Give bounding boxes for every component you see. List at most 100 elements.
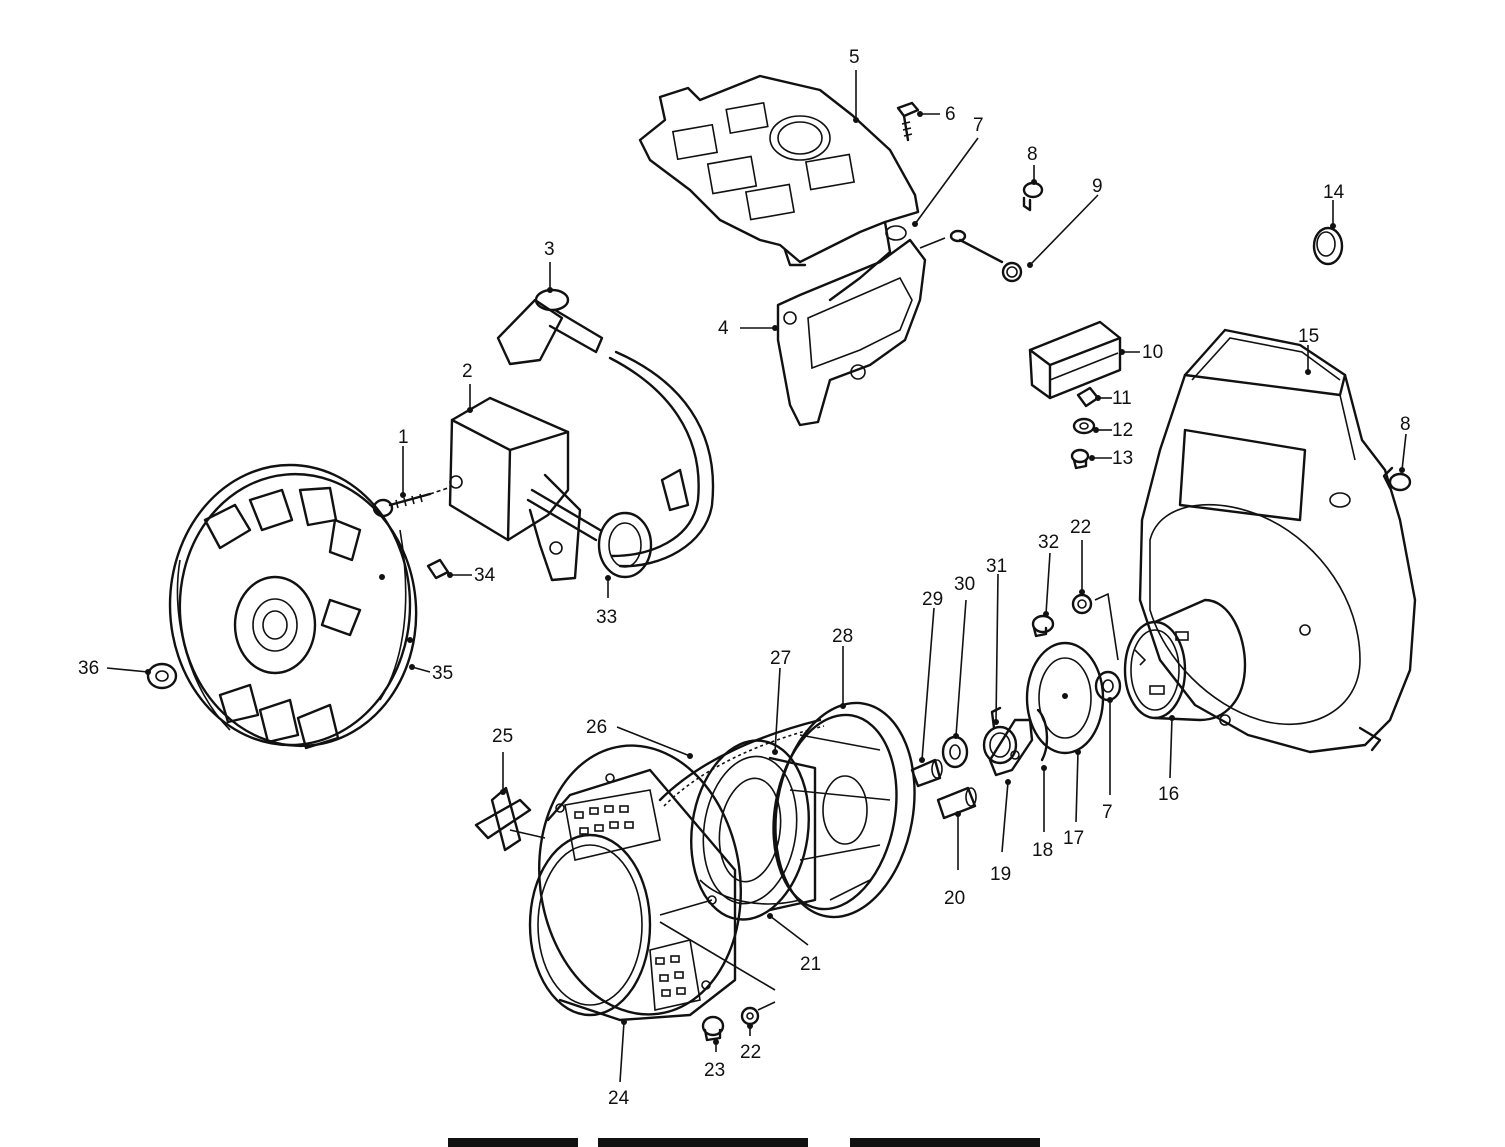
part-bushing-29 [910, 758, 943, 788]
part-pin-20 [936, 786, 977, 820]
callout-3: 3 [544, 239, 555, 293]
part-ignition-module [448, 396, 690, 582]
svg-text:8: 8 [1400, 414, 1411, 435]
svg-text:26: 26 [586, 717, 607, 738]
part-flywheel [168, 463, 418, 750]
part-blower-housing [1138, 328, 1417, 754]
callout-10: 10 [1119, 342, 1163, 363]
callout-27: 27 [770, 648, 791, 755]
svg-text:23: 23 [704, 1060, 725, 1081]
svg-text:33: 33 [596, 607, 617, 628]
callout-20: 20 [944, 811, 965, 909]
callout-4: 4 [718, 318, 778, 339]
svg-text:20: 20 [944, 888, 965, 909]
svg-text:29: 29 [922, 589, 943, 610]
svg-text:1: 1 [398, 427, 409, 448]
svg-text:3: 3 [544, 239, 555, 260]
part-bolt-8-right [1382, 466, 1412, 492]
callout-8-right: 8 [1399, 414, 1411, 473]
callout-21: 21 [767, 913, 821, 975]
svg-text:4: 4 [718, 318, 729, 339]
svg-text:17: 17 [1063, 828, 1084, 849]
callout-17: 17 [1063, 749, 1084, 849]
svg-text:36: 36 [78, 658, 99, 679]
part-screw-23 [701, 1015, 725, 1042]
callout-14: 14 [1323, 182, 1345, 229]
callout-22-lower: 22 [740, 1023, 761, 1063]
svg-text:11: 11 [1112, 388, 1132, 409]
svg-text:5: 5 [849, 47, 860, 68]
svg-text:27: 27 [770, 648, 791, 669]
callout-7-top: 7 [912, 115, 984, 227]
svg-text:10: 10 [1142, 342, 1163, 363]
callout-26: 26 [586, 717, 693, 759]
callout-28: 28 [832, 626, 853, 709]
part-terminal-block [1028, 320, 1122, 400]
svg-text:35: 35 [432, 663, 453, 684]
part-starter-rope [658, 718, 825, 807]
callout-33: 33 [596, 575, 617, 628]
part-starter-cup [1123, 598, 1247, 722]
part-flywheel-nut [146, 662, 178, 690]
part-clip-11 [1076, 386, 1100, 408]
svg-text:2: 2 [462, 361, 473, 382]
part-screw-1 [372, 487, 449, 518]
svg-text:22: 22 [740, 1042, 761, 1063]
svg-text:34: 34 [474, 565, 496, 586]
cut-off-heading [448, 1138, 1040, 1147]
svg-text:13: 13 [1112, 448, 1133, 469]
part-spacer-7-upper [919, 237, 946, 249]
callout-29: 29 [919, 589, 943, 763]
callout-25: 25 [492, 726, 513, 795]
callout-32: 32 [1038, 532, 1059, 617]
callout-19: 19 [990, 779, 1011, 885]
callout-12: 12 [1093, 420, 1133, 441]
svg-text:12: 12 [1112, 420, 1133, 441]
svg-text:19: 19 [990, 864, 1011, 885]
callout-6: 6 [917, 104, 956, 125]
callout-34: 34 [447, 565, 496, 586]
svg-text:7: 7 [973, 115, 984, 136]
svg-text:24: 24 [608, 1088, 630, 1109]
callout-16: 16 [1158, 715, 1179, 805]
callout-23: 23 [704, 1039, 725, 1081]
svg-text:31: 31 [986, 556, 1007, 577]
callout-1: 1 [398, 427, 409, 498]
callout-5: 5 [849, 47, 860, 123]
part-starter-spring [699, 879, 801, 905]
callout-11: 11 [1095, 388, 1132, 409]
svg-text:32: 32 [1038, 532, 1059, 553]
callout-labels: 1 2 3 4 5 6 7 7 8 8 9 10 11 12 13 14 15 … [78, 47, 1411, 1109]
callout-36: 36 [78, 658, 151, 679]
svg-text:30: 30 [954, 574, 975, 595]
callout-30: 30 [953, 574, 975, 739]
callout-18: 18 [1032, 765, 1053, 861]
callout-9: 9 [1027, 176, 1103, 268]
svg-text:7: 7 [1102, 802, 1113, 823]
part-bolt-8-top [1022, 181, 1044, 212]
svg-text:18: 18 [1032, 840, 1053, 861]
svg-text:21: 21 [800, 954, 821, 975]
part-bolt-6 [896, 101, 920, 142]
callout-35: 35 [409, 663, 453, 684]
svg-text:9: 9 [1092, 176, 1103, 197]
part-washer-30 [941, 735, 969, 769]
part-washer-12 [1072, 417, 1096, 435]
part-retainer-plate [1025, 641, 1105, 755]
svg-text:15: 15 [1298, 326, 1319, 347]
part-plug [1312, 226, 1344, 266]
part-screw-13 [1070, 448, 1090, 470]
part-wire-clip [949, 229, 1023, 283]
svg-text:14: 14 [1323, 182, 1345, 203]
svg-text:22: 22 [1070, 517, 1091, 538]
callout-7-bottom: 7 [1102, 697, 1113, 823]
callout-2: 2 [462, 361, 473, 413]
callout-22-upper: 22 [1070, 517, 1091, 595]
callout-8-top: 8 [1027, 144, 1038, 185]
part-baffle [776, 225, 927, 427]
part-pawl-spring [1036, 708, 1049, 762]
callout-15: 15 [1298, 326, 1319, 375]
part-starter-housing [528, 744, 776, 1022]
callout-24: 24 [608, 1019, 630, 1109]
